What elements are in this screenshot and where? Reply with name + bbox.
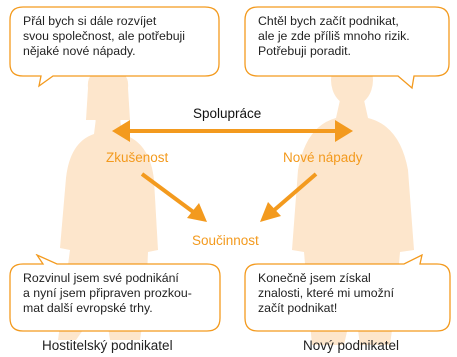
synergy-label: Součinnost — [192, 233, 259, 248]
bubble-bottom-right-line-3: začít podnikat! — [258, 301, 338, 315]
host-entrepreneur-caption: Hostitelský podnikatel — [42, 338, 173, 353]
new-ideas-arrow — [260, 172, 318, 222]
cooperation-arrow — [112, 120, 353, 142]
bubble-bottom-left-line-1: Rozvinul jsem své podnikání — [23, 271, 179, 285]
cooperation-label: Spolupráce — [193, 106, 262, 121]
bubble-top-left-line-3: nějaké nové nápady. — [23, 44, 136, 58]
bubble-bottom-left-line-3: mat další evropské trhy. — [23, 301, 153, 315]
bubble-bottom-left: Rozvinul jsem své podnikání a nyní jsem … — [9, 254, 221, 332]
bubble-top-left-outline — [9, 6, 220, 88]
experience-arrow — [140, 172, 207, 222]
new-ideas-label: Nové nápady — [283, 150, 363, 165]
bubble-top-right: Chtěl bych začít podnikat, ale je zde př… — [244, 6, 450, 90]
bubble-top-right-line-2: ale je zde příliš mnoho rizik. — [258, 29, 410, 43]
bubble-top-right-outline — [244, 6, 450, 90]
experience-label: Zkušenost — [106, 150, 169, 165]
bubble-bottom-right-line-2: znalosti, které mi umožní — [258, 286, 394, 300]
bubble-bottom-left-line-2: a nyní jsem připraven prozkou- — [23, 286, 192, 300]
bubble-bottom-right: Konečně jsem získal znalosti, které mi u… — [244, 254, 451, 332]
bubble-top-right-line-1: Chtěl bych začít podnikat, — [258, 14, 399, 28]
bubble-bottom-right-outline — [244, 254, 451, 332]
bubble-top-right-line-3: Potřebuji poradit. — [258, 44, 351, 58]
bubble-top-left-line-2: svou společnost, ale potřebuji — [23, 29, 186, 43]
bubble-bottom-right-line-1: Konečně jsem získal — [258, 271, 371, 285]
bubble-top-left-line-1: Přál bych si dále rozvíjet — [23, 14, 157, 28]
bubble-bottom-left-outline — [9, 254, 221, 332]
bubble-top-left: Přál bych si dále rozvíjet svou společno… — [9, 6, 220, 88]
new-entrepreneur-caption: Nový podnikatel — [303, 338, 400, 353]
